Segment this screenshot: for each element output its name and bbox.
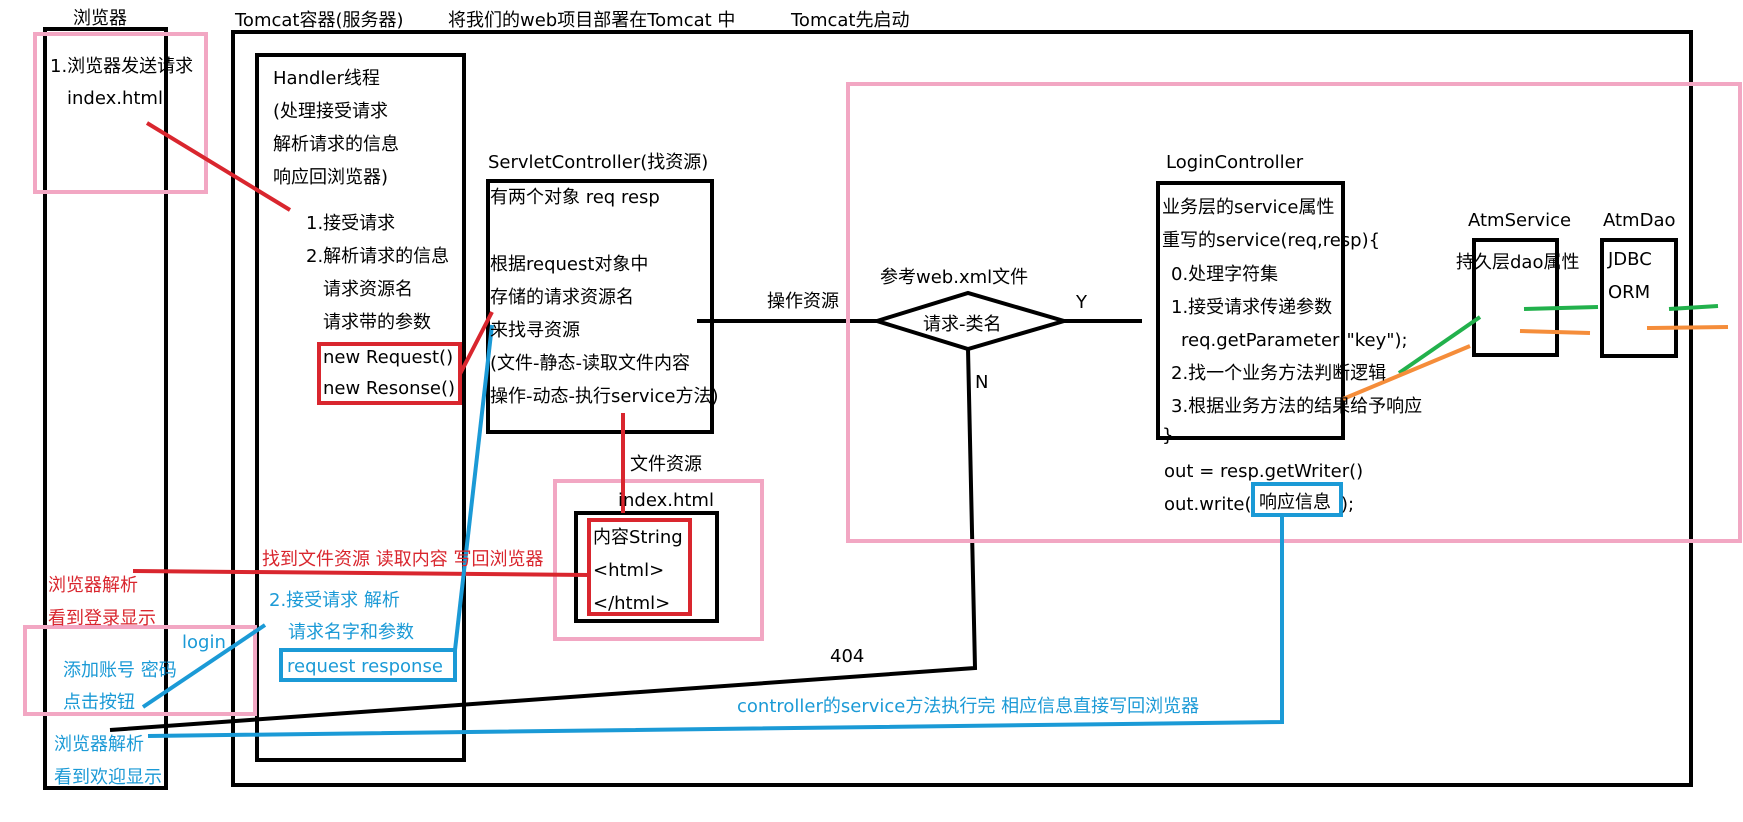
file-content-box: [574, 511, 719, 623]
new-request-text: new Request(): [323, 347, 453, 368]
request-to-servlet-red-line: [458, 311, 494, 375]
green-dash-2: [1668, 304, 1719, 311]
servlet-line-4: 来找寻资源: [490, 320, 580, 341]
jdbc-label: JDBC: [1607, 249, 1652, 270]
login-line-close: }: [1162, 425, 1173, 446]
file-index-label: index.html: [618, 490, 714, 511]
handler-desc-3: 响应回浏览器): [273, 167, 388, 188]
handler-request-name-params: 请求名字和参数: [288, 622, 414, 643]
browser-header: 浏览器: [73, 8, 127, 29]
deploy-header: 将我们的web项目部署在Tomcat 中: [448, 10, 735, 31]
click-button-label: 点击按钮: [63, 692, 135, 713]
response-info-blue-box: [1251, 482, 1343, 517]
no-label: N: [975, 372, 988, 393]
out-write-suffix: );: [1341, 494, 1354, 515]
orange-connector: [1342, 344, 1471, 401]
get-writer-line: out = resp.getWriter(): [1164, 461, 1363, 482]
login-line-4: 1.接受请求传递参数: [1171, 297, 1332, 318]
servlet-line-5: (文件-静态-读取文件内容: [490, 353, 690, 374]
service-done-text: controller的service方法执行完 相应信息直接写回浏览器: [737, 696, 1199, 717]
login-line-6: 2.找一个业务方法判断逻辑: [1171, 363, 1386, 384]
atm-service-box: [1472, 238, 1559, 357]
handler-receive-parse: 2.接受请求 解析: [269, 590, 400, 611]
html-content-box: [587, 518, 692, 616]
params-blue-line: [453, 324, 494, 651]
content-string-text: 内容String: [593, 527, 683, 548]
operate-resource-label: 操作资源: [767, 291, 839, 312]
atm-dao-box: [1600, 238, 1678, 358]
decision-label: 请求-类名: [923, 314, 1002, 335]
servlet-controller-box: [486, 179, 714, 434]
login-controller-box: [1156, 181, 1345, 440]
handler-step-1: 1.接受请求: [306, 213, 395, 234]
browser-show-welcome: 看到欢迎显示: [54, 767, 162, 788]
browser-step1: 1.浏览器发送请求: [50, 56, 193, 77]
add-account-label: 添加账号 密码: [63, 660, 177, 681]
login-label: login: [182, 632, 226, 653]
found-file-text: 找到文件资源 读取内容 写回浏览器: [262, 549, 543, 570]
file-resource-label: 文件资源: [630, 454, 702, 475]
request-response-text: request response: [287, 656, 443, 677]
atm-dao-title: AtmDao: [1603, 210, 1676, 231]
handler-desc-2: 解析请求的信息: [273, 134, 399, 155]
html-close-text: </html>: [593, 593, 670, 614]
login-controller-title: LoginController: [1166, 152, 1304, 173]
handler-step-2: 2.解析请求的信息: [306, 246, 449, 267]
orange-dash-1: [1519, 329, 1591, 335]
servlet-line-1: 有两个对象 req resp: [490, 187, 660, 208]
login-line-5: req.getParameter("key");: [1181, 330, 1408, 351]
browser-show-login: 看到登录显示: [48, 608, 156, 629]
response-info-text: 响应信息: [1259, 492, 1331, 513]
error-404-label: 404: [830, 646, 864, 667]
login-line-1: 业务层的service属性: [1162, 197, 1334, 218]
new-response-text: new Resonse(): [323, 378, 455, 399]
servlet-line-6: 操作-动态-执行service方法): [490, 386, 719, 407]
yes-label: Y: [1075, 292, 1088, 313]
file-resource-highlight: [553, 479, 764, 641]
login-line-7: 3.根据业务方法的结果给予响应: [1171, 396, 1422, 417]
handler-step-resource: 请求资源名: [323, 279, 413, 300]
tomcat-header: Tomcat容器(服务器): [234, 10, 404, 31]
browser-column: [43, 27, 168, 790]
controller-area-highlight: [846, 82, 1742, 543]
response-blue-line: [147, 515, 1284, 738]
servlet-title: ServletController(找资源): [488, 152, 708, 173]
handler-title: Handler线程: [273, 68, 380, 89]
out-write-prefix: out.write(: [1164, 494, 1251, 515]
html-open-text: <html>: [593, 560, 664, 581]
login-form-highlight: [23, 625, 257, 716]
handler-thread-box: [255, 53, 466, 762]
green-connector: [1397, 315, 1482, 375]
browser-parse-2: 浏览器解析: [54, 734, 144, 755]
browser-parse-1: 浏览器解析: [48, 575, 138, 596]
click-blue-line: [141, 623, 267, 709]
webxml-label: 参考web.xml文件: [880, 267, 1028, 288]
write-back-red-line: [132, 569, 590, 577]
browser-index: index.html: [67, 88, 163, 109]
tomcat-container-box: [231, 30, 1693, 787]
browser-request-highlight: [33, 32, 208, 194]
start-header: Tomcat先启动: [790, 10, 909, 31]
green-dash-1: [1523, 305, 1599, 311]
servlet-line-2: 根据request对象中: [490, 254, 648, 275]
handler-step-params: 请求带的参数: [323, 312, 431, 333]
atm-service-title: AtmService: [1468, 210, 1571, 231]
no-404-line: [109, 348, 978, 732]
login-line-3: 0.处理字符集: [1171, 264, 1278, 285]
request-red-line: [145, 121, 292, 212]
orange-dash-2: [1646, 325, 1729, 330]
login-line-2: 重写的service(req,resp){: [1162, 230, 1380, 251]
atm-service-desc: 持久层dao属性: [1456, 252, 1579, 273]
handler-desc-1: (处理接受请求: [273, 101, 388, 122]
servlet-line-3: 存储的请求资源名: [490, 287, 634, 308]
orm-label: ORM: [1608, 282, 1650, 303]
request-response-blue-box: [279, 648, 457, 682]
